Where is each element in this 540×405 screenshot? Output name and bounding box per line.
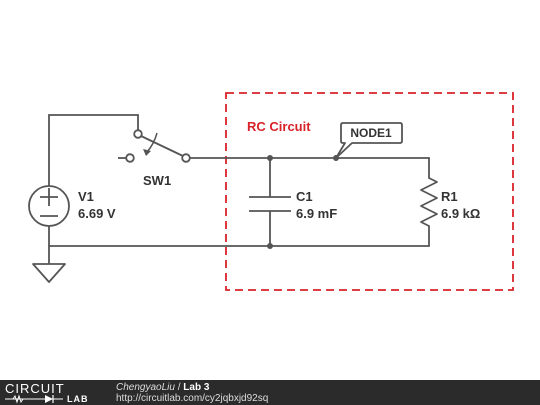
r1-value: 6.9 kΩ — [441, 206, 481, 221]
logo-circuit-text: CIRCUIT — [5, 381, 65, 396]
footer-bar: CIRCUIT LAB ChengyaoLiu / Lab 3 http://c… — [0, 380, 540, 405]
logo-lab-text: LAB — [67, 394, 89, 404]
rc-circuit-title: RC Circuit — [247, 119, 311, 134]
footer-separator: / — [174, 382, 184, 393]
ground-icon[interactable] — [32, 263, 66, 283]
rc-circuit-boundary[interactable] — [225, 92, 514, 291]
node1-label[interactable]: NODE1 — [350, 126, 392, 140]
node-tag-shape[interactable] — [335, 122, 403, 159]
v1-name: V1 — [78, 189, 94, 204]
resistor-r1[interactable] — [420, 177, 438, 227]
junction-dot — [267, 155, 273, 161]
footer-author[interactable]: ChengyaoLiu — [116, 382, 175, 393]
c1-name: C1 — [296, 189, 313, 204]
voltage-source-v1[interactable] — [28, 185, 70, 227]
footer-url[interactable]: http://circuitlab.com/cy2jqbxjd92sq — [116, 393, 269, 404]
sw1-name: SW1 — [143, 173, 172, 188]
footer-title[interactable]: Lab 3 — [183, 382, 210, 393]
c1-value: 6.9 mF — [296, 206, 338, 221]
footer-attribution: ChengyaoLiu / Lab 3 — [116, 382, 209, 393]
junction-dot — [267, 243, 273, 249]
wire-top-left[interactable] — [48, 114, 139, 187]
switch-sw1[interactable] — [118, 129, 191, 163]
v1-value: 6.69 V — [78, 206, 116, 221]
circuit-schematic — [28, 92, 514, 291]
logo-diode-icon — [5, 394, 63, 404]
capacitor-c1[interactable] — [249, 196, 291, 212]
r1-name: R1 — [441, 189, 458, 204]
